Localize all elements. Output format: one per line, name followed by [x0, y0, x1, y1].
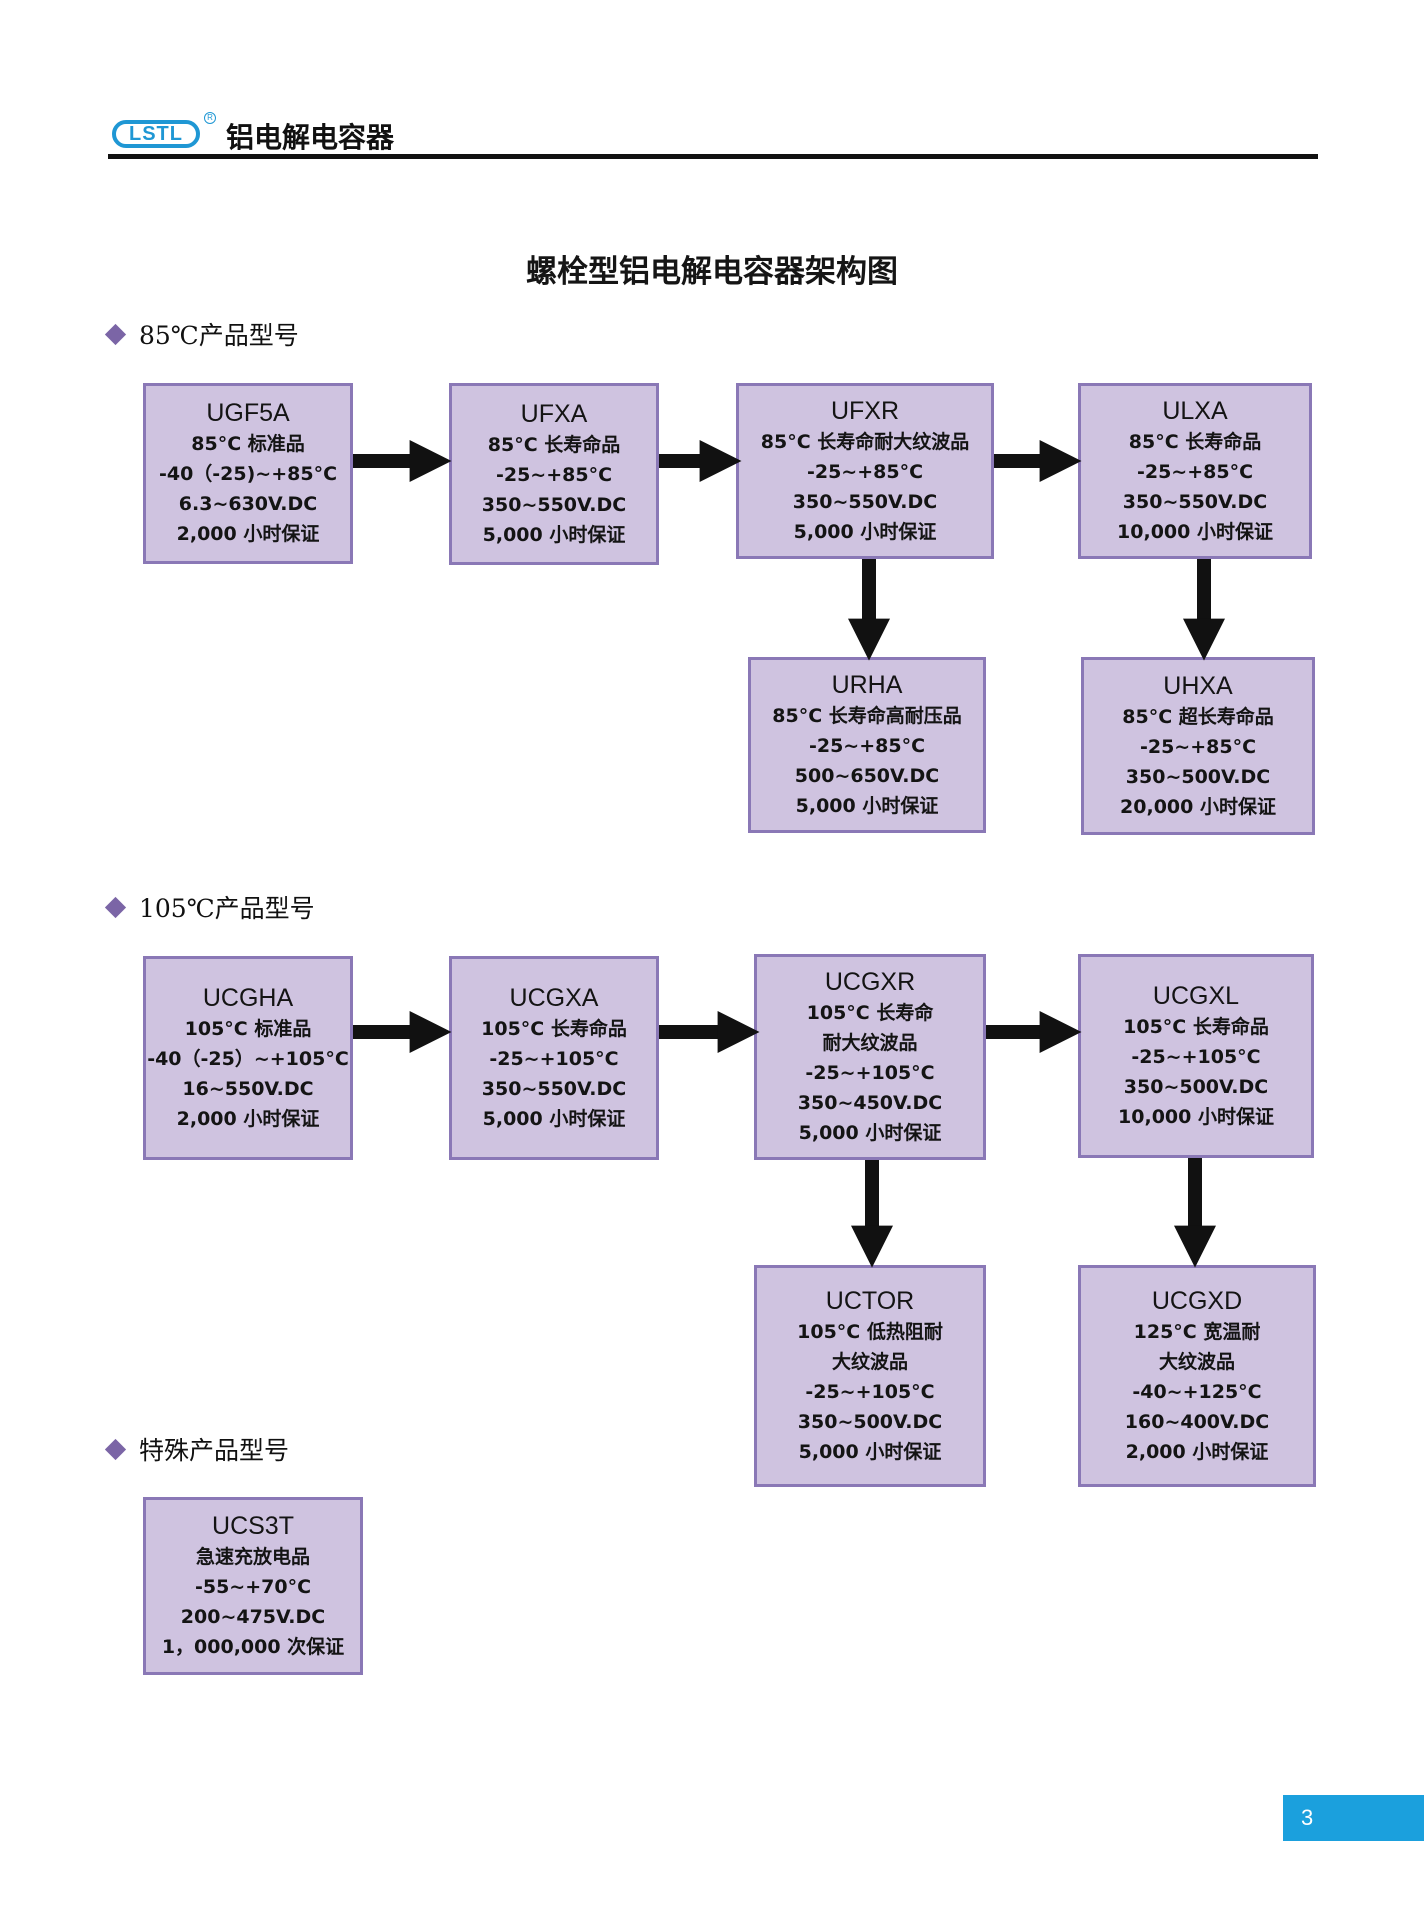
node-ucgxl: UCGXL 105°C 长寿命品 -25~+105°C 350~500V.DC 10,0…	[1078, 954, 1314, 1158]
node-spec-line: 1，000,000 次保证	[161, 1635, 345, 1658]
node-spec-line: -40（-25）~+105°C	[147, 1047, 349, 1070]
node-spec-line: 2,000 小时保证	[176, 523, 320, 545]
node-spec-line: 5,000 小时保证	[482, 523, 626, 546]
node-spec-line: -40~+125°C	[1132, 1380, 1262, 1403]
node-code: URHA	[831, 670, 903, 699]
node-spec-line: 5,000 小时保证	[795, 794, 939, 817]
node-spec-line: -25~+105°C	[489, 1047, 619, 1070]
page-number: 3	[1283, 1795, 1424, 1841]
header-rule	[108, 154, 1318, 159]
node-spec-line: 500~650V.DC	[794, 764, 940, 787]
node-spec-line: 350~500V.DC	[1123, 1075, 1269, 1098]
node-spec-line: 85°C 长寿命高耐压品	[772, 704, 962, 727]
node-spec-line: 105°C 低热阻耐	[797, 1320, 943, 1343]
diamond-bullet-icon	[104, 1438, 127, 1460]
node-uctor: UCTOR 105°C 低热阻耐大纹波品 -25~+105°C 350~500V.DC…	[754, 1265, 986, 1487]
brand-logo: LSTL	[112, 120, 200, 148]
node-spec-line: -25~+105°C	[805, 1380, 935, 1403]
node-spec-line: 2,000 小时保证	[176, 1107, 320, 1130]
node-spec-line: 350~500V.DC	[1125, 765, 1271, 788]
node-code: ULXA	[1162, 396, 1228, 425]
node-spec-line: 85°C 长寿命耐大纹波品	[760, 430, 970, 453]
node-code: UCGXL	[1152, 981, 1240, 1010]
diamond-bullet-icon	[104, 323, 127, 345]
node-spec-line: -25~+85°C	[1139, 735, 1257, 758]
node-code: UCGHA	[202, 983, 294, 1012]
node-spec-line: 急速充放电品	[195, 1545, 310, 1568]
node-ugf5a: UGF5A 85°C 标准品 -40（-25)~+85°C 6.3~630V.DC 2,…	[143, 383, 353, 564]
diamond-bullet-icon	[104, 896, 127, 918]
node-spec-line: 5,000 小时保证	[482, 1107, 626, 1130]
node-spec-line: 6.3~630V.DC	[178, 493, 318, 515]
node-code: UFXA	[520, 399, 588, 428]
node-spec-line: 大纹波品	[831, 1350, 908, 1373]
node-spec-line: 200~475V.DC	[180, 1605, 326, 1628]
node-urha: URHA 85°C 长寿命高耐压品 -25~+85°C 500~650V.DC 5,00…	[748, 657, 986, 833]
registered-mark: R	[204, 112, 216, 124]
node-spec-line: -25~+105°C	[805, 1061, 935, 1084]
node-spec-line: 350~550V.DC	[481, 1077, 627, 1100]
node-code: UFXR	[830, 396, 900, 425]
page-header: LSTL R 铝电解电容器	[108, 112, 1318, 160]
node-spec-line: 大纹波品	[1158, 1350, 1235, 1373]
header-title: 铝电解电容器	[226, 121, 395, 154]
node-spec-line: 85°C 标准品	[191, 433, 305, 455]
node-ucgha: UCGHA 105°C 标准品 -40（-25）~+105°C 16~550V.DC 2…	[143, 956, 353, 1160]
node-code: UHXA	[1163, 671, 1233, 700]
node-ucgxd: UCGXD 125°C 宽温耐大纹波品 -40~+125°C 160~400V.DC 2…	[1078, 1265, 1316, 1487]
node-spec-line: 350~500V.DC	[797, 1410, 943, 1433]
node-spec-line: 10,000 小时保证	[1118, 1105, 1274, 1128]
section-special: 特殊产品型号	[104, 1431, 289, 1467]
node-spec-line: 105°C 长寿命品	[481, 1017, 627, 1040]
node-code: UCGXR	[824, 967, 916, 996]
node-spec-line: 20,000 小时保证	[1120, 795, 1276, 818]
node-spec-line: -55~+70°C	[194, 1575, 312, 1598]
node-spec-line: 85°C 长寿命品	[487, 433, 621, 456]
node-code: UCS3T	[212, 1511, 294, 1540]
node-ucgxa: UCGXA 105°C 长寿命品 -25~+105°C 350~550V.DC 5,00…	[449, 956, 659, 1160]
node-spec-line: -25~+85°C	[808, 734, 926, 757]
section-label: 105℃产品型号	[139, 894, 315, 923]
node-code: UCGXD	[1151, 1286, 1243, 1315]
node-spec-line: 16~550V.DC	[182, 1077, 314, 1100]
section-label: 特殊产品型号	[139, 1436, 290, 1465]
node-spec-line: 85°C 超长寿命品	[1122, 705, 1274, 728]
node-spec-line: 10,000 小时保证	[1117, 520, 1273, 543]
node-spec-line: 350~550V.DC	[481, 493, 627, 516]
node-spec-line: 105°C 长寿命	[806, 1001, 934, 1024]
node-ufxa: UFXA 85°C 长寿命品 -25~+85°C 350~550V.DC 5,000 小…	[449, 383, 659, 565]
node-spec-line: -25~+85°C	[495, 463, 613, 486]
node-spec-line: 5,000 小时保证	[793, 520, 937, 543]
node-code: UCGXA	[509, 983, 599, 1012]
node-ucgxr: UCGXR 105°C 长寿命耐大纹波品 -25~+105°C 350~450V.DC…	[754, 954, 986, 1160]
node-spec-line: -40（-25)~+85°C	[158, 463, 338, 485]
node-spec-line: -25~+105°C	[1131, 1045, 1261, 1068]
node-spec-line: 5,000 小时保证	[798, 1121, 942, 1144]
node-code: UGF5A	[206, 399, 290, 427]
page-title: 螺栓型铝电解电容器架构图	[526, 254, 898, 290]
node-spec-line: 125°C 宽温耐	[1133, 1320, 1261, 1343]
node-spec-line: 耐大纹波品	[822, 1031, 918, 1054]
node-spec-line: 2,000 小时保证	[1125, 1440, 1269, 1463]
node-spec-line: 350~550V.DC	[1122, 490, 1268, 513]
node-code: UCTOR	[825, 1286, 915, 1315]
node-spec-line: 350~450V.DC	[797, 1091, 943, 1114]
node-spec-line: 160~400V.DC	[1124, 1410, 1270, 1433]
node-ulxa: ULXA 85°C 长寿命品 -25~+85°C 350~550V.DC 10,000 …	[1078, 383, 1312, 559]
node-uhxa: UHXA 85°C 超长寿命品 -25~+85°C 350~500V.DC 20,000…	[1081, 657, 1315, 835]
node-spec-line: -25~+85°C	[1136, 460, 1254, 483]
node-spec-line: -25~+85°C	[806, 460, 924, 483]
node-spec-line: 105°C 标准品	[184, 1017, 312, 1040]
section-85c: 85℃产品型号	[104, 316, 299, 352]
section-label: 85℃产品型号	[139, 321, 299, 350]
node-spec-line: 85°C 长寿命品	[1128, 430, 1262, 453]
node-spec-line: 5,000 小时保证	[798, 1440, 942, 1463]
node-spec-line: 105°C 长寿命品	[1123, 1015, 1269, 1038]
node-spec-line: 350~550V.DC	[792, 490, 938, 513]
node-ufxr: UFXR 85°C 长寿命耐大纹波品 -25~+85°C 350~550V.DC 5,0…	[736, 383, 994, 559]
section-105c: 105℃产品型号	[104, 889, 315, 925]
node-ucs3t: UCS3T 急速充放电品 -55~+70°C 200~475V.DC 1，000,000…	[143, 1497, 363, 1675]
